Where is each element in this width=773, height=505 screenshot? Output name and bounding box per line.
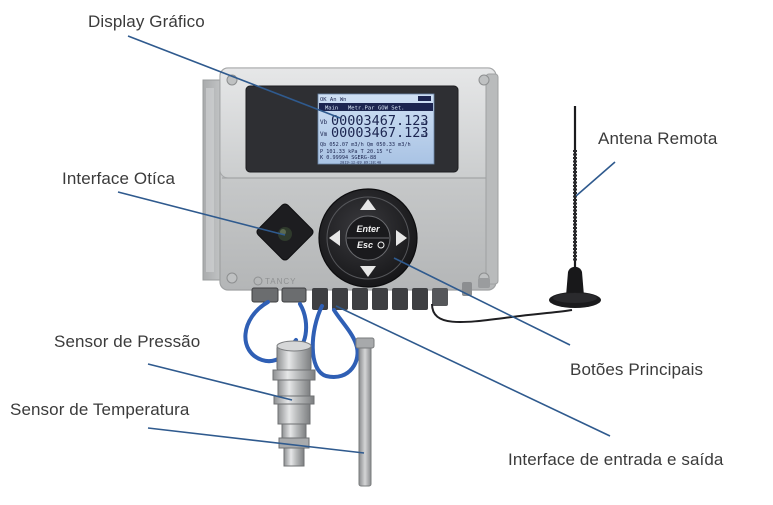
leader-antenna [575, 161, 616, 197]
battery-icon [418, 96, 431, 101]
leader-pressure [147, 363, 293, 401]
power-icon [377, 241, 385, 249]
lcd-tab-gow: GOW Set. [378, 106, 405, 112]
lcd-row1-unit: m3 [421, 121, 428, 127]
lcd-row1-label: Vb [320, 119, 328, 126]
arrow-left-icon[interactable] [329, 230, 340, 246]
leader-lines [117, 35, 616, 454]
leader-display [127, 35, 341, 119]
leader-buttons [393, 257, 571, 346]
lcd-footer: 2019-12-09 09:18:40 [340, 161, 381, 165]
label-antenna: Antena Remota [598, 129, 718, 148]
temperature-sensor [355, 337, 375, 487]
label-display: Display Gráfico [88, 12, 205, 31]
lcd-status: OK An Wn [320, 97, 347, 103]
brand-logo: TANCY [253, 276, 297, 286]
svg-text:TANCY: TANCY [265, 277, 297, 286]
lcd-k-line: K 0.99994 SGERG-88 [320, 155, 376, 161]
lcd-row2-unit: m3 [421, 133, 428, 139]
arrow-down-icon[interactable] [360, 266, 376, 277]
optical-interface [256, 203, 314, 261]
display-panel: OK An Wn Main Metr.Par GOW Set. Vb 00003… [245, 85, 459, 173]
lcd-flow-line: Qb 052.07 m3/h Qm 050.33 m3/h [320, 142, 411, 148]
lcd-row2-value: 00003467.123 [331, 125, 429, 141]
label-io: Interface de entrada e saída [508, 450, 724, 469]
lcd-tab-bar [319, 103, 433, 111]
arrow-up-icon[interactable] [360, 199, 376, 210]
leader-optical [117, 191, 286, 236]
pressure-sensor [272, 340, 316, 467]
label-buttons: Botões Principais [570, 360, 704, 379]
lcd-pt-line: P 101.33 kPa T 20.15 °C [320, 149, 392, 155]
enter-button[interactable]: Enter [356, 224, 380, 234]
remote-antenna [549, 106, 601, 308]
label-temperature: Sensor de Temperatura [10, 400, 190, 419]
leader-io [335, 305, 611, 437]
lcd-tab-main: Main [325, 106, 338, 112]
arrow-right-icon[interactable] [396, 230, 407, 246]
esc-button[interactable]: Esc [357, 240, 373, 250]
lcd-row1-value: 00003467.123 [331, 113, 429, 129]
leader-temperature [147, 427, 365, 454]
lcd-row2-label: Vm [320, 131, 328, 138]
lcd-tab-metr: Metr.Par [348, 106, 375, 112]
label-pressure: Sensor de Pressão [54, 332, 201, 351]
antenna-cable [431, 303, 573, 324]
label-optical: Interface Otíca [62, 169, 175, 188]
main-keypad: Enter Esc [318, 188, 418, 288]
